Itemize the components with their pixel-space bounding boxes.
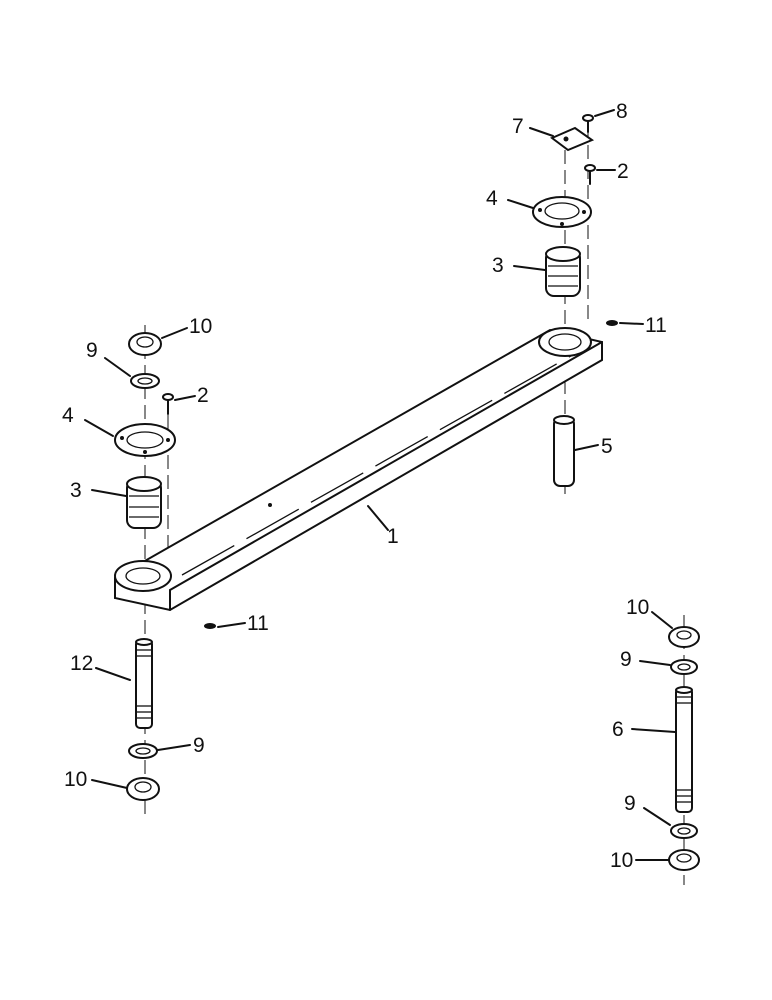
flange-4-left: [114, 423, 176, 457]
callout-2-right: 2: [617, 160, 629, 183]
callout-10-left-bottom: 10: [64, 768, 87, 791]
nut-10-right-bottom: [668, 849, 700, 871]
callout-10-right-bottom: 10: [610, 849, 633, 872]
lever-arm: [114, 327, 603, 612]
washer-9-left-bottom: [128, 743, 158, 759]
grease-fitting-11-right: [606, 320, 618, 326]
nut-10-left-top: [128, 332, 162, 356]
screw-2-left: [162, 393, 174, 415]
callout-12: 12: [70, 652, 93, 675]
callout-10-left-top: 10: [189, 315, 212, 338]
callout-4-left: 4: [62, 404, 74, 427]
screw-8: [582, 114, 594, 133]
nut-10-right-top: [668, 626, 700, 648]
callout-11-left: 11: [247, 612, 269, 635]
callout-5: 5: [601, 435, 613, 458]
callout-7: 7: [512, 115, 524, 138]
callout-8: 8: [616, 100, 628, 123]
callout-1: 1: [387, 525, 399, 548]
callout-labels: 8 7 2 4 3 11 5 1 10 9 2 4 3 11 12 9 10 1…: [62, 100, 667, 872]
callout-4-right: 4: [486, 187, 498, 210]
callout-9-left-top: 9: [86, 339, 98, 362]
washer-9-left-top: [130, 373, 160, 389]
center-axes: [144, 125, 685, 885]
bushing-3-left: [126, 476, 162, 529]
grease-fitting-11-left: [204, 623, 216, 629]
stud-12: [135, 638, 153, 729]
callout-3-right: 3: [492, 254, 504, 277]
washer-9-right-top: [670, 659, 698, 675]
lock-plate-7: [550, 126, 595, 152]
pin-5: [553, 415, 575, 487]
leader-lines: [84, 109, 676, 861]
washer-9-right-bottom: [670, 823, 698, 839]
callout-3-left: 3: [70, 479, 82, 502]
screw-2-right: [584, 164, 596, 185]
callout-2-left: 2: [197, 384, 209, 407]
flange-4-right: [532, 196, 592, 228]
callout-9-right-top: 9: [620, 648, 632, 671]
nut-10-left-bottom: [126, 777, 160, 801]
callout-10-right-top: 10: [626, 596, 649, 619]
callout-9-left-bottom: 9: [193, 734, 205, 757]
callout-6: 6: [612, 718, 624, 741]
callout-9-right-bottom: 9: [624, 792, 636, 815]
bushing-3-right: [545, 246, 581, 297]
callout-11-right: 11: [645, 314, 667, 337]
stud-6: [675, 686, 693, 813]
